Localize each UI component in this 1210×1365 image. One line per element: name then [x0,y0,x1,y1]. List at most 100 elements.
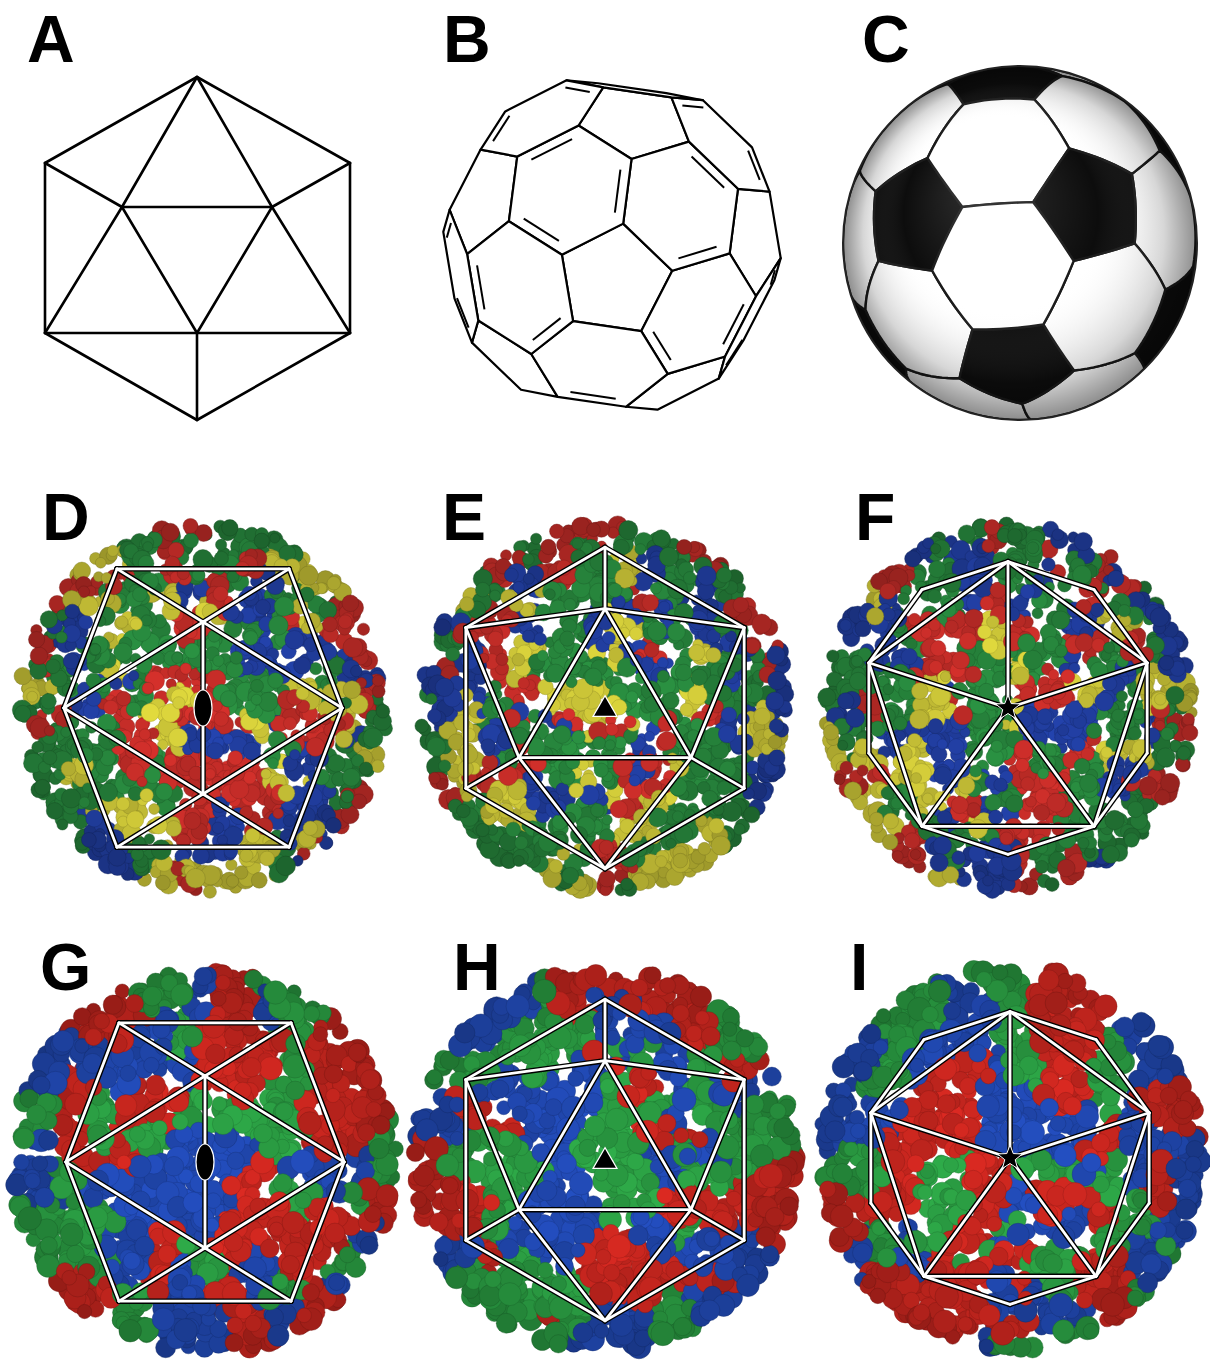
protein-subunit [327,576,341,590]
protein-subunit [214,551,228,565]
protein-subunit [230,651,243,664]
protein-subunit [294,657,311,674]
protein-subunit [319,601,337,619]
protein-subunit [86,810,103,827]
icosahedron-edge [272,163,350,207]
protein-subunit [46,659,61,674]
protein-subunit [81,832,96,847]
protein-subunit [260,851,275,866]
protein-subunit [139,729,150,740]
protein-subunit [261,769,271,779]
protein-subunit [114,643,132,661]
protein-subunit [363,728,383,748]
icosahedron-edge [197,333,350,420]
protein-subunit [273,808,284,819]
protein-subunit [183,518,198,533]
protein-subunit [61,789,80,808]
protein-subunit [207,743,223,759]
protein-subunit [107,545,118,556]
protein-subunit [164,754,176,766]
protein-subunit [56,632,67,643]
protein-subunit [34,779,50,795]
protein-subunit [214,712,229,727]
protein-subunit [283,717,296,730]
icosahedron-edge [45,207,122,333]
protein-subunit [327,754,345,772]
protein-subunit [168,542,184,558]
protein-subunit [116,797,129,810]
protein-subunit [323,617,338,632]
protein-subunit [254,533,269,548]
fullerene-drawing [443,80,780,409]
protein-subunit [371,760,384,773]
protein-subunit [335,730,352,747]
icosahedron-edge [197,77,350,163]
protein-subunit [244,631,258,645]
protein-subunit [156,783,173,800]
protein-subunit [269,616,288,635]
protein-subunit [14,667,31,684]
ball-shading [843,66,1197,420]
protein-subunit [310,663,322,675]
protein-subunit [226,875,238,887]
protein-subunit [149,804,160,815]
protein-subunit [169,728,188,747]
icosahedron-edge [45,77,197,163]
protein-subunit [137,776,147,786]
icosahedron-edge [122,77,197,207]
protein-subunit [126,811,143,828]
protein-subunit [41,693,57,709]
protein-subunit [213,586,228,601]
icosahedron-edge [45,163,122,207]
protein-subunit [290,749,300,759]
protein-subunit [243,771,256,784]
protein-subunit [268,758,279,769]
protein-subunit [342,768,360,786]
protein-subunit [99,783,118,802]
protein-subunit [215,539,226,550]
twofold-symbol [194,690,212,726]
protein-subunit [43,751,57,765]
protein-subunit [376,704,390,718]
protein-subunit [212,701,223,712]
protein-subunit [359,762,372,775]
protein-subunit [184,812,201,829]
protein-subunit [104,700,119,715]
protein-subunit [141,615,152,626]
protein-subunit [278,785,295,802]
protein-subunit [79,596,99,616]
protein-subunit [46,803,63,820]
protein-subunit [205,769,216,780]
soccer-ball [843,66,1197,420]
protein-subunit [343,637,363,657]
icosahedron-edge [197,207,272,333]
protein-subunit [65,604,79,618]
protein-subunit [220,691,236,707]
protein-subunit [212,822,224,834]
protein-subunit [28,631,44,647]
protein-subunit [283,815,295,827]
protein-subunit [172,652,183,663]
protein-subunit [338,615,352,629]
protein-subunit [303,821,317,835]
protein-subunit [173,697,185,709]
protein-subunit [44,726,55,737]
protein-subunit [351,665,363,677]
protein-subunit [142,682,154,694]
icosahedron-edge [197,77,272,207]
protein-subunit [57,819,68,830]
icosahedron-drawing [45,77,350,420]
protein-subunit [108,848,126,866]
protein-subunit [27,691,38,702]
protein-subunit [274,597,294,617]
protein-subunit [186,868,206,888]
protein-subunit [184,643,199,658]
protein-subunit [268,673,284,689]
protein-subunit [276,856,296,876]
protein-subunit [155,875,170,890]
protein-subunit [161,523,179,541]
icosahedron-edge [272,207,350,333]
protein-subunit [32,741,44,753]
protein-subunit [180,663,191,674]
